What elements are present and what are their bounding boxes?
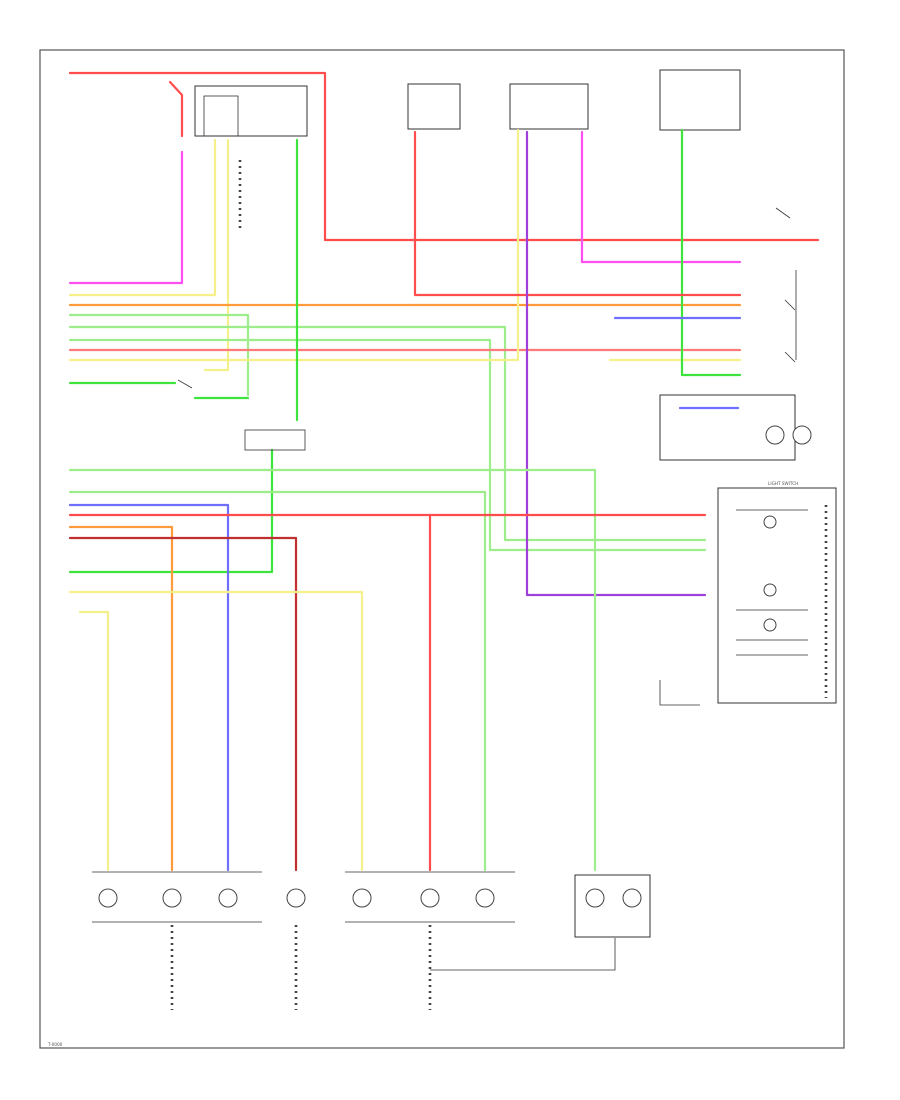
wire-pink-right (580, 130, 742, 264)
bulb-icon (763, 583, 777, 597)
bulb-icon (420, 888, 440, 908)
wire-red-relay (168, 80, 184, 138)
wire-yellow-relay (68, 138, 217, 297)
ignition-switch-box (659, 69, 741, 131)
diagram-frame (39, 49, 845, 1049)
map-light-box (574, 874, 651, 938)
bulb-icon (475, 888, 495, 908)
wire-red-top (68, 71, 820, 242)
switch-contact (177, 379, 193, 389)
bulb-icon (162, 888, 182, 908)
wire-lightgreen-2 (68, 325, 707, 542)
bulb-icon (763, 515, 777, 529)
wire-green-center (68, 448, 274, 574)
relay-box (194, 85, 308, 137)
light-switch-label: LIGHT SWITCH (768, 481, 798, 486)
light-switch-box (717, 487, 837, 704)
switch-contact (775, 207, 791, 219)
connector-box (244, 429, 306, 451)
bulb-icon (585, 888, 605, 908)
bulb-icon (763, 618, 777, 632)
wire-lightgreen-lamp (68, 490, 487, 872)
wire-red-fuse (413, 130, 742, 297)
ground-switch (659, 680, 700, 706)
bulb-icon (765, 425, 785, 445)
wire-lightgreen-map (68, 468, 597, 872)
ground-link-map (430, 938, 616, 971)
footer-code: T-0000 (47, 1042, 63, 1047)
fuse-box-1 (407, 83, 461, 130)
bulb-icon (352, 888, 372, 908)
wire-red-lamp (68, 513, 432, 872)
wire-lightgreen-1 (68, 313, 250, 397)
bulb-icon (792, 425, 812, 445)
bulb-icon (286, 888, 306, 908)
fuse-box-2 (509, 83, 589, 130)
wire-yellow-long (68, 128, 520, 362)
switch-contact (784, 299, 796, 363)
wire-yellow-lamp-r (68, 590, 364, 872)
wire-green-right (680, 128, 742, 377)
wire-yellow-relay-2 (203, 138, 230, 372)
bulb-icon (98, 888, 118, 908)
bulb-icon (622, 888, 642, 908)
wire-purple (525, 130, 707, 597)
wire-blue-lamp (68, 503, 230, 872)
wire-yellow-lamp-l (78, 610, 110, 872)
wire-orange-lamp (68, 525, 174, 872)
wire-pink-left (68, 150, 184, 285)
wire-darkred-lamp (68, 536, 298, 872)
wire-lightgreen-3 (68, 338, 707, 552)
combination-meter-box (659, 394, 796, 461)
relay-inner (203, 95, 239, 137)
bulb-icon (218, 888, 238, 908)
